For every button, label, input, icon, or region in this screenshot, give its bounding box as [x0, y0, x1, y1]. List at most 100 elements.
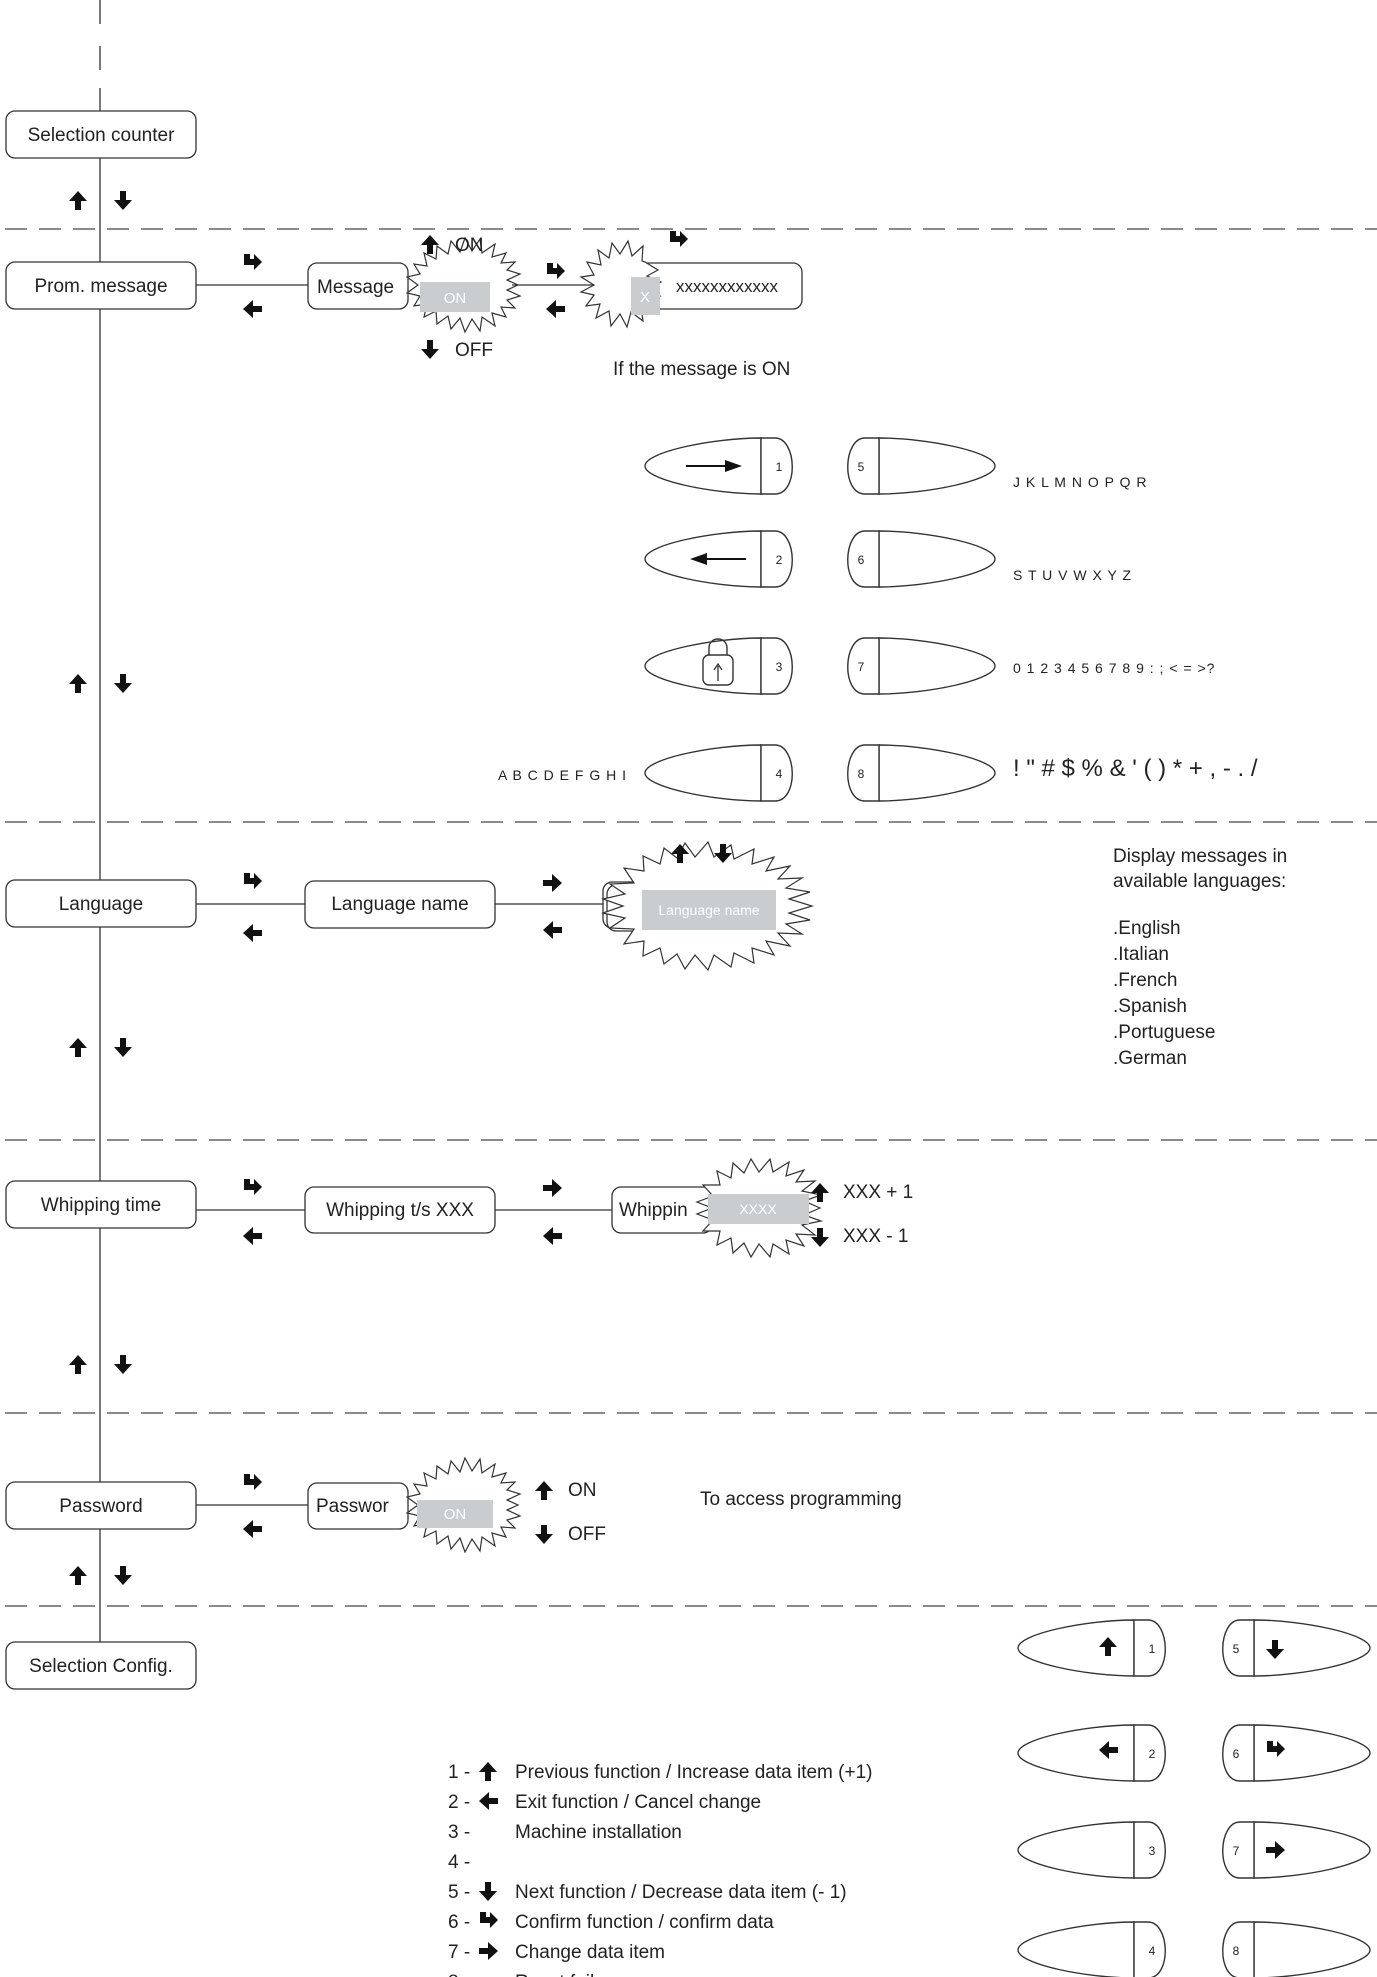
arrow-down-icon	[479, 1882, 497, 1901]
menu-language[interactable]: Language	[5, 879, 197, 928]
menu-label: Whipping time	[41, 1195, 161, 1216]
arrow-down-icon	[114, 1038, 132, 1057]
arrow-enter-icon	[244, 1179, 262, 1195]
arrow-up-icon	[479, 1762, 497, 1781]
function-key-2[interactable]: 2	[1017, 1724, 1166, 1782]
arrow-left-icon	[243, 1520, 262, 1538]
whipping-ts-label: Whipping t/s XXX	[326, 1200, 474, 1221]
message-text-value: xxxxxxxxxxxx	[676, 277, 779, 296]
legend-item: 4 -	[448, 1852, 470, 1873]
key-number: 6	[1233, 1747, 1240, 1761]
key-number: 2	[1149, 1747, 1156, 1761]
key8-chars: ! " # $ % & ' ( ) * + , - . /	[1013, 755, 1258, 782]
whipping-display-prefix: Whippin	[619, 1200, 688, 1221]
menu-label: Prom. message	[34, 276, 167, 297]
arrow-enter-icon	[244, 873, 262, 889]
language-name-label: Language name	[331, 894, 468, 915]
arrow-up-icon	[69, 674, 87, 693]
legend-item: 6 -Confirm function / confirm data	[448, 1912, 774, 1933]
whipping-display-box[interactable]: Whippin	[611, 1186, 713, 1234]
password-display-box[interactable]: Passwor	[307, 1482, 409, 1530]
arrow-down-icon	[421, 340, 439, 359]
key-number: 5	[1233, 1642, 1240, 1656]
key-4[interactable]: 4	[644, 744, 793, 802]
whipping-display-burst: XXXX	[695, 1157, 824, 1259]
legend-text: Next function / Decrease data item (- 1)	[515, 1882, 847, 1903]
arrow-up-icon	[69, 191, 87, 210]
whipping-display-value: XXXX	[739, 1201, 777, 1217]
function-key-6[interactable]: 6	[1222, 1724, 1371, 1782]
language-item: .Portuguese	[1113, 1022, 1215, 1043]
arrow-down-icon	[114, 1355, 132, 1374]
key-number: 5	[858, 460, 865, 474]
legend-number: 3 -	[448, 1822, 470, 1843]
language-name-box[interactable]: Language name	[304, 880, 496, 929]
function-key-4[interactable]: 4	[1017, 1921, 1166, 1977]
cursor-burst: X	[579, 239, 663, 329]
whipping-ts-box[interactable]: Whipping t/s XXX	[304, 1186, 496, 1234]
key-6[interactable]: 6	[847, 530, 996, 588]
key-number: 6	[858, 553, 865, 567]
legend-text: Reset failures	[515, 1972, 631, 1977]
legend-text: Previous function / Increase data item (…	[515, 1762, 872, 1783]
password-display-burst: ON	[405, 1456, 522, 1554]
long-arrow-right-icon	[686, 460, 742, 472]
arrow-left-icon	[479, 1792, 498, 1810]
password-on-label: ON	[568, 1480, 597, 1501]
menu-prom-message[interactable]: Prom. message	[5, 261, 197, 310]
whipping-minus-label: XXX - 1	[843, 1226, 908, 1247]
key-number: 8	[858, 767, 865, 781]
key-number: 1	[776, 460, 783, 474]
menu-selection-counter[interactable]: Selection counter	[5, 110, 197, 159]
menu-selection-config[interactable]: Selection Config.	[5, 1641, 197, 1690]
function-key-8[interactable]: 8	[1222, 1921, 1371, 1977]
arrow-enter-icon	[480, 1912, 498, 1928]
arrow-down-icon	[114, 1566, 132, 1585]
function-key-1[interactable]: 1	[1017, 1619, 1166, 1677]
language-info-title: Display messages in available languages:	[1113, 846, 1293, 892]
key-number: 4	[776, 767, 783, 781]
function-key-5[interactable]: 5	[1222, 1619, 1371, 1677]
key5-chars: J K L M N O P Q R	[1013, 474, 1147, 490]
menu-whipping-time[interactable]: Whipping time	[5, 1180, 197, 1229]
arrow-left-icon	[543, 921, 562, 939]
message-display-value: ON	[444, 290, 467, 307]
message-display-burst: ON	[405, 236, 522, 334]
key-number: 3	[1149, 1844, 1156, 1858]
key-7[interactable]: 7	[847, 637, 996, 695]
arrow-up-icon	[69, 1566, 87, 1585]
menu-password[interactable]: Password	[5, 1481, 197, 1530]
password-display-prefix: Passwor	[316, 1496, 390, 1517]
language-item: .Spanish	[1113, 996, 1187, 1017]
arrow-left-icon	[546, 300, 565, 318]
arrow-left-icon	[243, 1227, 262, 1245]
message-box[interactable]: Message	[307, 262, 409, 310]
legend-text: Machine installation	[515, 1822, 682, 1843]
arrow-left-icon	[243, 300, 262, 318]
legend-number: 6 -	[448, 1912, 470, 1933]
language-list: .English.Italian.French.Spanish.Portugue…	[1113, 918, 1215, 1069]
arrow-enter-icon	[547, 263, 565, 279]
password-note: To access programming	[700, 1489, 902, 1510]
arrow-enter-icon	[670, 231, 688, 247]
key-5[interactable]: 5	[847, 437, 996, 495]
cursor-char: X	[640, 289, 650, 306]
key-number: 8	[1233, 1944, 1240, 1958]
key-number: 1	[1149, 1642, 1156, 1656]
arrow-enter-icon	[244, 1474, 262, 1490]
legend-number: 2 -	[448, 1792, 470, 1813]
arrow-down-icon	[535, 1525, 553, 1544]
language-display-value: Language name	[658, 902, 759, 918]
arrow-down-icon	[114, 191, 132, 210]
menu-label: Language	[59, 894, 144, 915]
key-8[interactable]: 8	[847, 744, 996, 802]
whipping-plus-label: XXX + 1	[843, 1182, 913, 1203]
function-key-7[interactable]: 7	[1222, 1821, 1371, 1879]
language-item: .English	[1113, 918, 1181, 939]
function-key-3[interactable]: 3	[1017, 1821, 1166, 1879]
arrow-up-icon	[535, 1481, 553, 1500]
legend-number: 5 -	[448, 1882, 470, 1903]
password-display-value: ON	[444, 1506, 467, 1523]
